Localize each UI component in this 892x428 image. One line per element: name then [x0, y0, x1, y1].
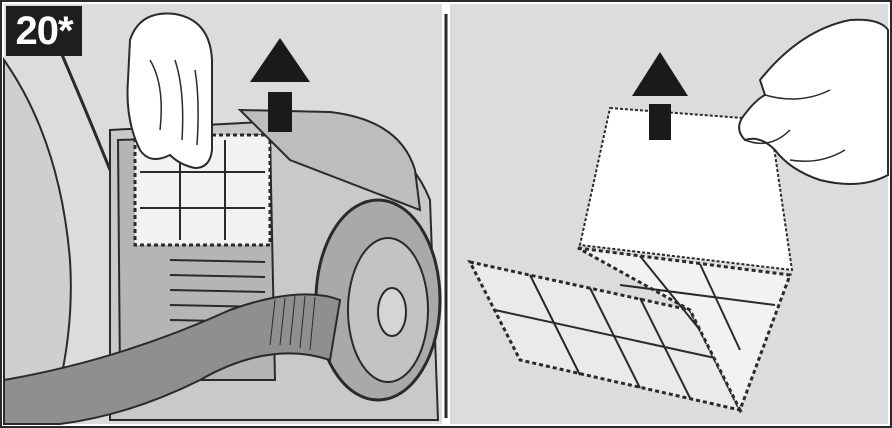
wheel-hub	[377, 287, 407, 337]
right-panel	[450, 4, 889, 424]
up-arrow-icon	[250, 38, 310, 132]
filter-grid	[140, 140, 265, 240]
up-arrow-icon	[632, 52, 688, 140]
step-number-badge: 20*	[6, 6, 82, 56]
right-hand-fingers	[744, 89, 846, 162]
cable	[58, 49, 112, 171]
filter-frame-lid	[577, 246, 793, 414]
hand-fingers	[149, 59, 199, 146]
hose	[3, 293, 342, 425]
filter-pad	[578, 106, 794, 272]
left-panel	[3, 4, 442, 425]
left-hand	[126, 12, 213, 170]
rear-housing	[237, 108, 422, 212]
hose-ribs	[269, 295, 316, 351]
right-hand	[738, 18, 889, 185]
